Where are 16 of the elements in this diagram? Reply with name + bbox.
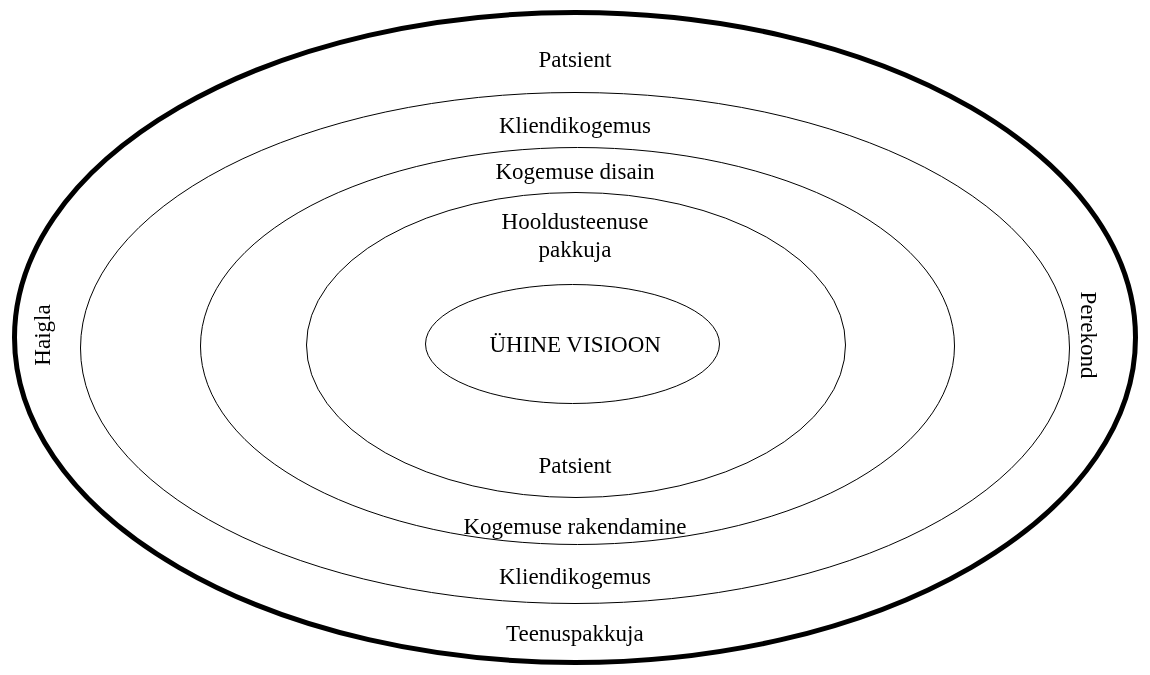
- ellipse-ring: [80, 92, 1070, 604]
- ring-label: Hooldusteenuse pakkuja: [500, 208, 650, 264]
- ring-label: Patsient: [538, 452, 612, 480]
- ring-label: Kogemuse disain: [495, 158, 655, 186]
- ring-label: ÜHINE VISIOON: [489, 331, 661, 359]
- ellipse-ring: [12, 10, 1138, 665]
- ring-label: Kliendikogemus: [499, 112, 652, 140]
- ellipse-ring: [200, 147, 955, 545]
- ring-label: Patsient: [538, 46, 612, 74]
- ellipse-ring: [306, 192, 846, 498]
- ring-label: Haigla: [28, 304, 56, 366]
- ring-label: Perekond: [1074, 291, 1102, 379]
- ring-label: Kogemuse rakendamine: [463, 513, 687, 541]
- ring-label: Kliendikogemus: [499, 563, 652, 591]
- ellipse-ring: [425, 284, 720, 404]
- ring-label: Teenuspakkuja: [506, 620, 644, 648]
